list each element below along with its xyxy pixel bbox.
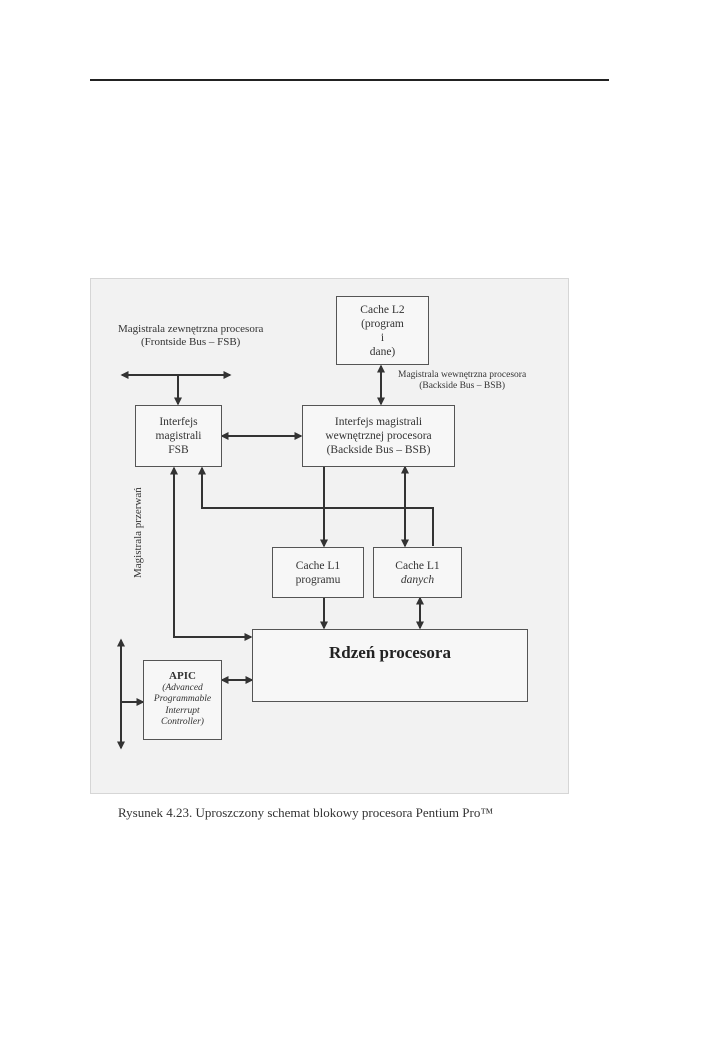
bsb-interface-block: Interfejs magistrali wewnętrznej proceso… <box>302 405 455 467</box>
cache-l1-data-block: Cache L1 danych <box>373 547 462 598</box>
cache-l1-program-block: Cache L1 programu <box>272 547 364 598</box>
header-rule <box>90 79 609 81</box>
fsb-iface-to-core <box>170 466 253 641</box>
fsb-interface-block: Interfejs magistrali FSB <box>135 405 222 467</box>
interrupt-bus-label: Magistrala przerwań <box>132 487 144 578</box>
fsb-label: Magistrala zewnętrzna procesora (Frontsi… <box>118 323 264 348</box>
apic-block: APIC (Advanced Programmable Interrupt Co… <box>143 660 222 740</box>
bsb-label: Magistrala wewnętrzna procesora (Backsid… <box>398 370 527 391</box>
figure-caption: Rysunek 4.23. Uproszczony schemat blokow… <box>118 805 494 820</box>
cache-l2-block: Cache L2 (program i dane) <box>336 296 429 365</box>
l1-data-to-fsb-iface <box>198 466 434 546</box>
processor-core-block: Rdzeń procesora <box>252 629 528 702</box>
